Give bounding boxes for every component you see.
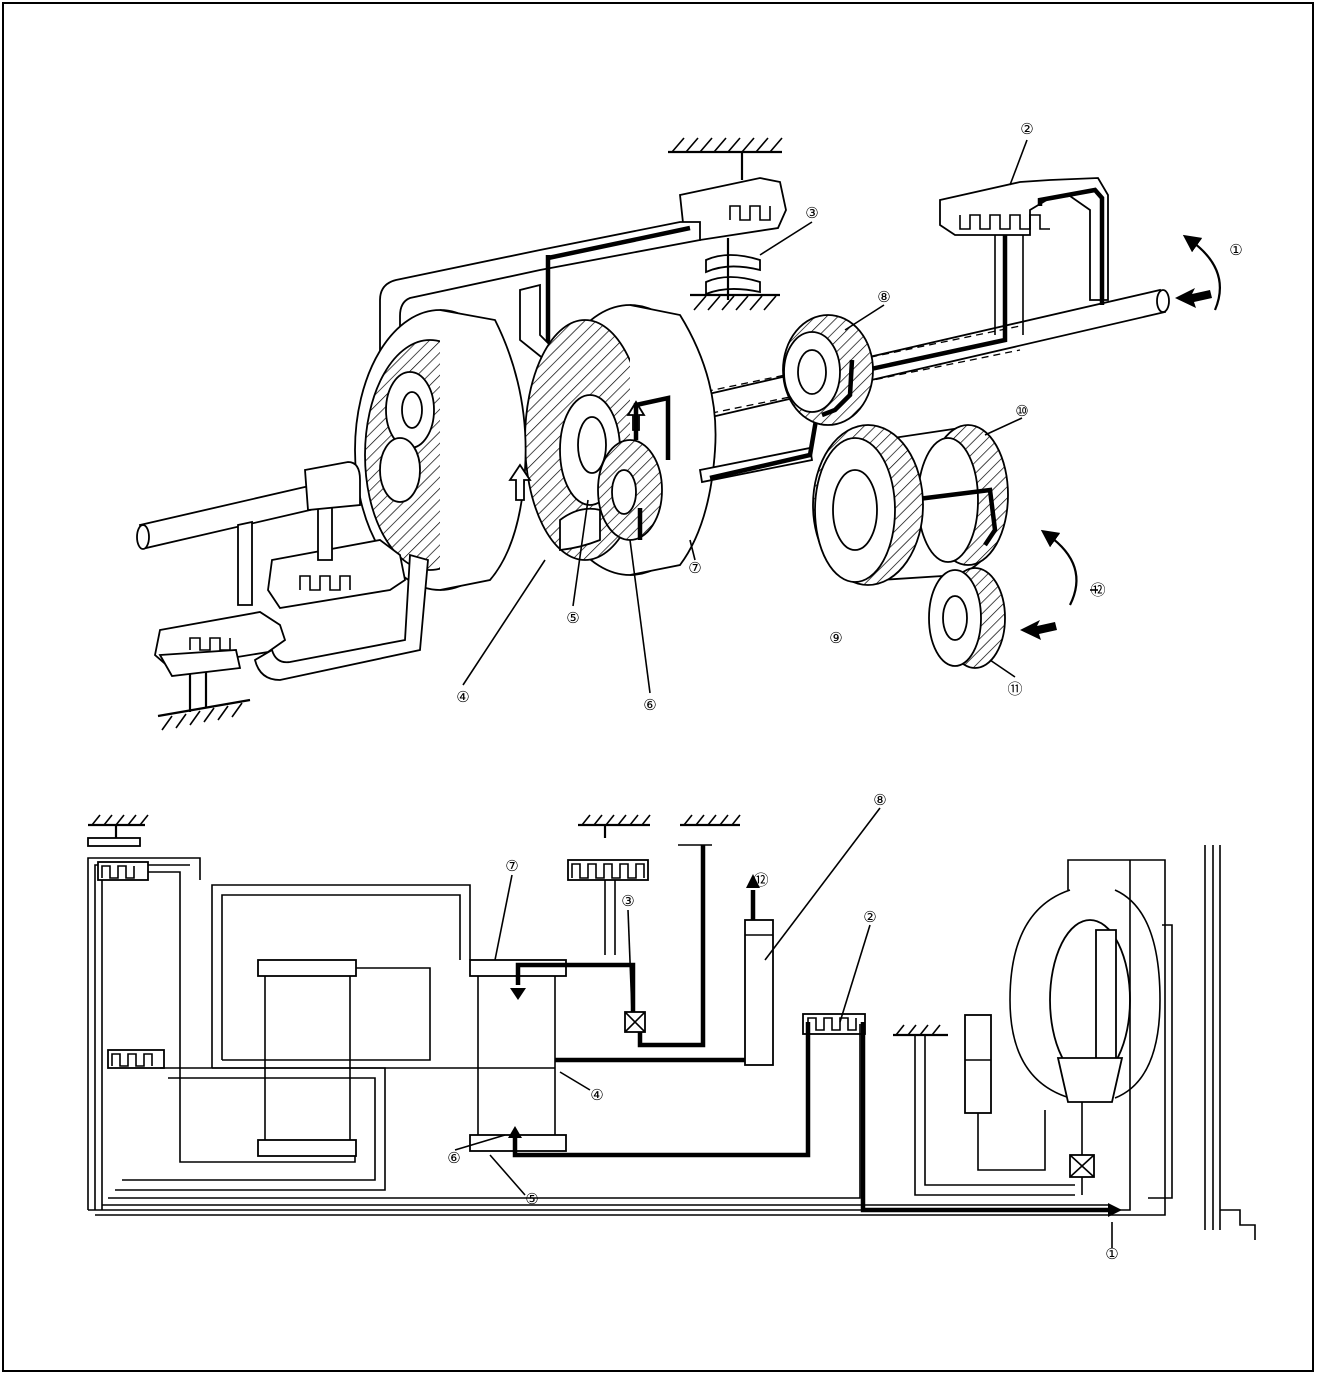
cutaway-illustration bbox=[136, 137, 1221, 731]
callout-12-top: ⑫ bbox=[1090, 581, 1105, 599]
callout-1-top: ① bbox=[1229, 241, 1242, 259]
ground-symbol-center bbox=[578, 814, 651, 838]
callout-5-bottom: ⑤ bbox=[525, 1190, 538, 1208]
gear-11 bbox=[928, 567, 1006, 669]
callout-4-bottom: ④ bbox=[590, 1086, 603, 1104]
callout-9: ⑨ bbox=[829, 629, 842, 647]
carrier-bracket bbox=[379, 221, 701, 421]
leader-lines-bottom bbox=[454, 807, 1113, 1248]
ground-hatch-mid bbox=[690, 293, 780, 311]
pump-block bbox=[964, 1014, 992, 1114]
ground-hatch-top bbox=[668, 137, 783, 180]
callout-5-top: ⑤ bbox=[566, 609, 579, 627]
clutch-symbol-top-left bbox=[97, 861, 149, 881]
callout-3-bottom: ③ bbox=[621, 892, 634, 910]
ground-symbol-left bbox=[87, 814, 149, 847]
schematic-diagram bbox=[87, 807, 1256, 1248]
leader-lines-top bbox=[462, 139, 1098, 694]
sun-gears bbox=[559, 394, 663, 551]
ground-symbol-right-top bbox=[680, 814, 741, 827]
output-arrows bbox=[1020, 529, 1078, 640]
carrier-top-plate bbox=[257, 959, 357, 977]
callout-7-bottom: ⑦ bbox=[505, 857, 518, 875]
callout-8-bottom: ⑧ bbox=[873, 791, 886, 809]
output-shaft-8 bbox=[744, 919, 774, 1066]
callout-6-bottom: ⑥ bbox=[447, 1149, 460, 1167]
drum-4 bbox=[354, 309, 527, 591]
carrier-bottom-plate bbox=[257, 1139, 357, 1157]
callout-6-top: ⑥ bbox=[643, 696, 656, 714]
left-clutch-assembly bbox=[154, 461, 429, 681]
callout-labels: ② ① ③ ⑧ ⑩ ⑦ ⑫ ⑤ ⑨ ⑪ ④ ⑥ ⑧ ⑦ ⑫ ③ ② ④ ⑥ ⑤ … bbox=[447, 120, 1242, 1263]
ground-hatch-bottom bbox=[157, 668, 251, 731]
ground-symbol-right bbox=[893, 1024, 948, 1037]
torque-converter bbox=[1009, 889, 1161, 1195]
callout-11: ⑪ bbox=[1007, 680, 1022, 698]
callout-3-top: ③ bbox=[805, 204, 818, 222]
callout-2-bottom: ② bbox=[863, 908, 876, 926]
gear-10 bbox=[879, 424, 1009, 581]
callout-12-bottom: ⑫ bbox=[753, 871, 768, 889]
callout-7-top: ⑦ bbox=[688, 559, 701, 577]
callout-4-top: ④ bbox=[456, 688, 469, 706]
gear-9 bbox=[812, 424, 924, 586]
input-arrows bbox=[1175, 234, 1221, 311]
callout-1-bottom: ① bbox=[1105, 1245, 1118, 1263]
callout-8-top: ⑧ bbox=[877, 288, 890, 306]
callout-10: ⑩ bbox=[1015, 402, 1028, 420]
callout-2-top: ② bbox=[1020, 120, 1033, 138]
gear-8 bbox=[782, 314, 874, 426]
